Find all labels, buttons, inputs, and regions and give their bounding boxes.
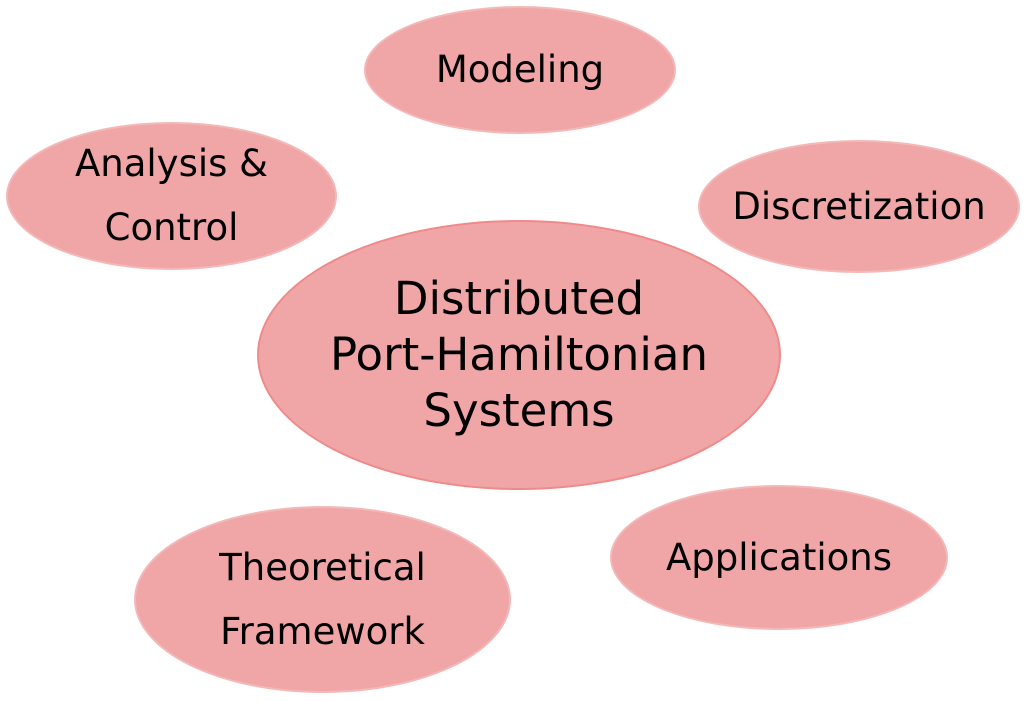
topic-bubble-theoretical-framework: Theoretical Framework xyxy=(134,506,511,693)
central-topic-label: Distributed Port-Hamiltonian Systems xyxy=(330,271,708,438)
central-topic-bubble: Distributed Port-Hamiltonian Systems xyxy=(257,220,781,490)
topic-label-applications: Applications xyxy=(665,535,892,579)
topic-bubble-applications: Applications xyxy=(610,485,948,630)
topic-label-analysis-control: Analysis & Control xyxy=(74,142,269,249)
topic-bubble-modeling: Modeling xyxy=(364,6,676,134)
topic-bubble-discretization: Discretization xyxy=(698,140,1020,273)
topic-label-modeling: Modeling xyxy=(435,48,605,92)
topic-label-theoretical-framework: Theoretical Framework xyxy=(219,545,426,653)
topic-bubble-analysis-control: Analysis & Control xyxy=(6,122,337,270)
topic-label-discretization: Discretization xyxy=(732,184,986,228)
